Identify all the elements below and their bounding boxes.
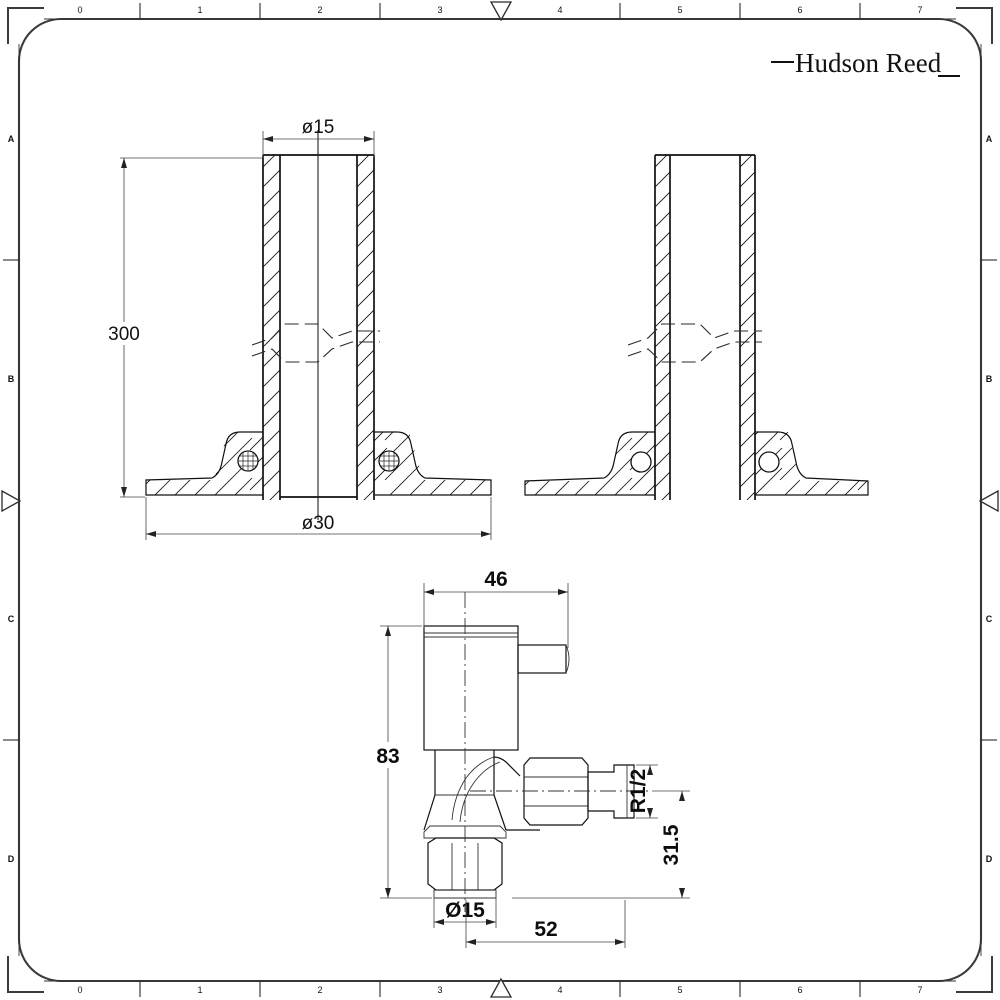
ruler-right-label-c: C — [986, 614, 993, 624]
dimension-valve-outlet-diameter: Ø15 — [433, 898, 497, 928]
ruler-bottom-label-0: 0 — [77, 985, 82, 995]
ruler-left: A B C D — [1, 44, 22, 956]
dimension-valve-length: 52 — [465, 900, 626, 948]
dimension-valve-centre-height: 31.5 — [512, 790, 690, 899]
ruler-right: A B C D — [978, 44, 999, 956]
ruler-right-label-a: A — [986, 134, 993, 144]
dimension-flange-diameter-label: ø30 — [302, 513, 335, 534]
brand-logo: Hudson Reed — [771, 48, 960, 78]
dimension-pipe-height: 300 — [108, 157, 262, 498]
o-ring-elevation-right-icon — [758, 451, 780, 473]
dimension-valve-width: 46 — [423, 568, 569, 648]
dimension-valve-width-label: 46 — [484, 568, 507, 591]
ruler-bottom-label-2: 2 — [317, 985, 322, 995]
ruler-bottom-label-6: 6 — [797, 985, 802, 995]
dimension-valve-centre-height-label: 31.5 — [660, 824, 683, 865]
ruler-top-marker-icon — [489, 1, 513, 22]
pipe-elevation-hatch-left — [655, 155, 670, 500]
ruler-top-label-5: 5 — [677, 5, 682, 15]
ruler-left-label-c: C — [8, 614, 15, 624]
corner-brackets — [7, 7, 993, 993]
brand-logo-text: Hudson Reed — [795, 48, 942, 78]
ruler-bottom-label-4: 4 — [557, 985, 562, 995]
pipe-elevation-hatch-right — [740, 155, 755, 500]
ruler-bottom-label-5: 5 — [677, 985, 682, 995]
ruler-right-label-d: D — [986, 854, 993, 864]
valve-elbow-body — [451, 756, 540, 831]
dimension-valve-thread-label: R1/2 — [627, 769, 650, 813]
dimension-bore-diameter: ø15 — [262, 117, 375, 158]
ruler-top-label-3: 3 — [437, 5, 442, 15]
dimension-pipe-height-label: 300 — [108, 324, 140, 345]
dimension-valve-outlet-diameter-label: Ø15 — [445, 899, 485, 922]
dimension-bore-diameter-label: ø15 — [302, 117, 335, 138]
valve-bottom-nut — [423, 825, 507, 899]
dimension-flange-diameter: ø30 — [145, 497, 492, 540]
ruler-left-label-d: D — [8, 854, 15, 864]
ruler-bottom-marker-icon — [489, 977, 513, 998]
ruler-right-label-b: B — [986, 374, 993, 384]
view-pipe-section: ø15 300 ø30 — [108, 117, 492, 540]
ruler-right-marker-icon — [978, 489, 999, 513]
dimension-valve-thread: R1/2 — [627, 764, 658, 819]
ruler-top-label-1: 1 — [197, 5, 202, 15]
ruler-bottom: 0 1 2 3 4 5 6 7 — [44, 977, 956, 998]
ruler-left-marker-icon — [1, 489, 22, 513]
ruler-top: 0 1 2 3 4 5 6 7 — [44, 1, 956, 22]
ruler-top-label-6: 6 — [797, 5, 802, 15]
o-ring-elevation-left-icon — [630, 451, 652, 473]
pipe-elevation-break-lines — [627, 323, 762, 363]
ruler-top-label-2: 2 — [317, 5, 322, 15]
ruler-top-label-4: 4 — [557, 5, 562, 15]
pipe-section-hatch-right — [357, 155, 374, 500]
ruler-top-label-7: 7 — [917, 5, 922, 15]
ruler-bottom-label-3: 3 — [437, 985, 442, 995]
dimension-valve-length-label: 52 — [534, 918, 557, 941]
ruler-top-label-0: 0 — [77, 5, 82, 15]
pipe-section-hatch-left — [263, 155, 280, 500]
ruler-bottom-label-1: 1 — [197, 985, 202, 995]
valve-handle-spigot — [517, 644, 570, 674]
valve-union-nut — [523, 757, 589, 826]
dimension-valve-height-label: 83 — [376, 745, 399, 768]
ruler-left-label-a: A — [8, 134, 15, 144]
valve-head — [423, 625, 519, 751]
valve-threaded-outlet — [587, 764, 635, 819]
dimension-valve-height: 83 — [376, 625, 432, 899]
ruler-left-label-b: B — [8, 374, 15, 384]
ruler-bottom-label-7: 7 — [917, 985, 922, 995]
view-valve: 46 83 R1/2 — [376, 568, 690, 948]
